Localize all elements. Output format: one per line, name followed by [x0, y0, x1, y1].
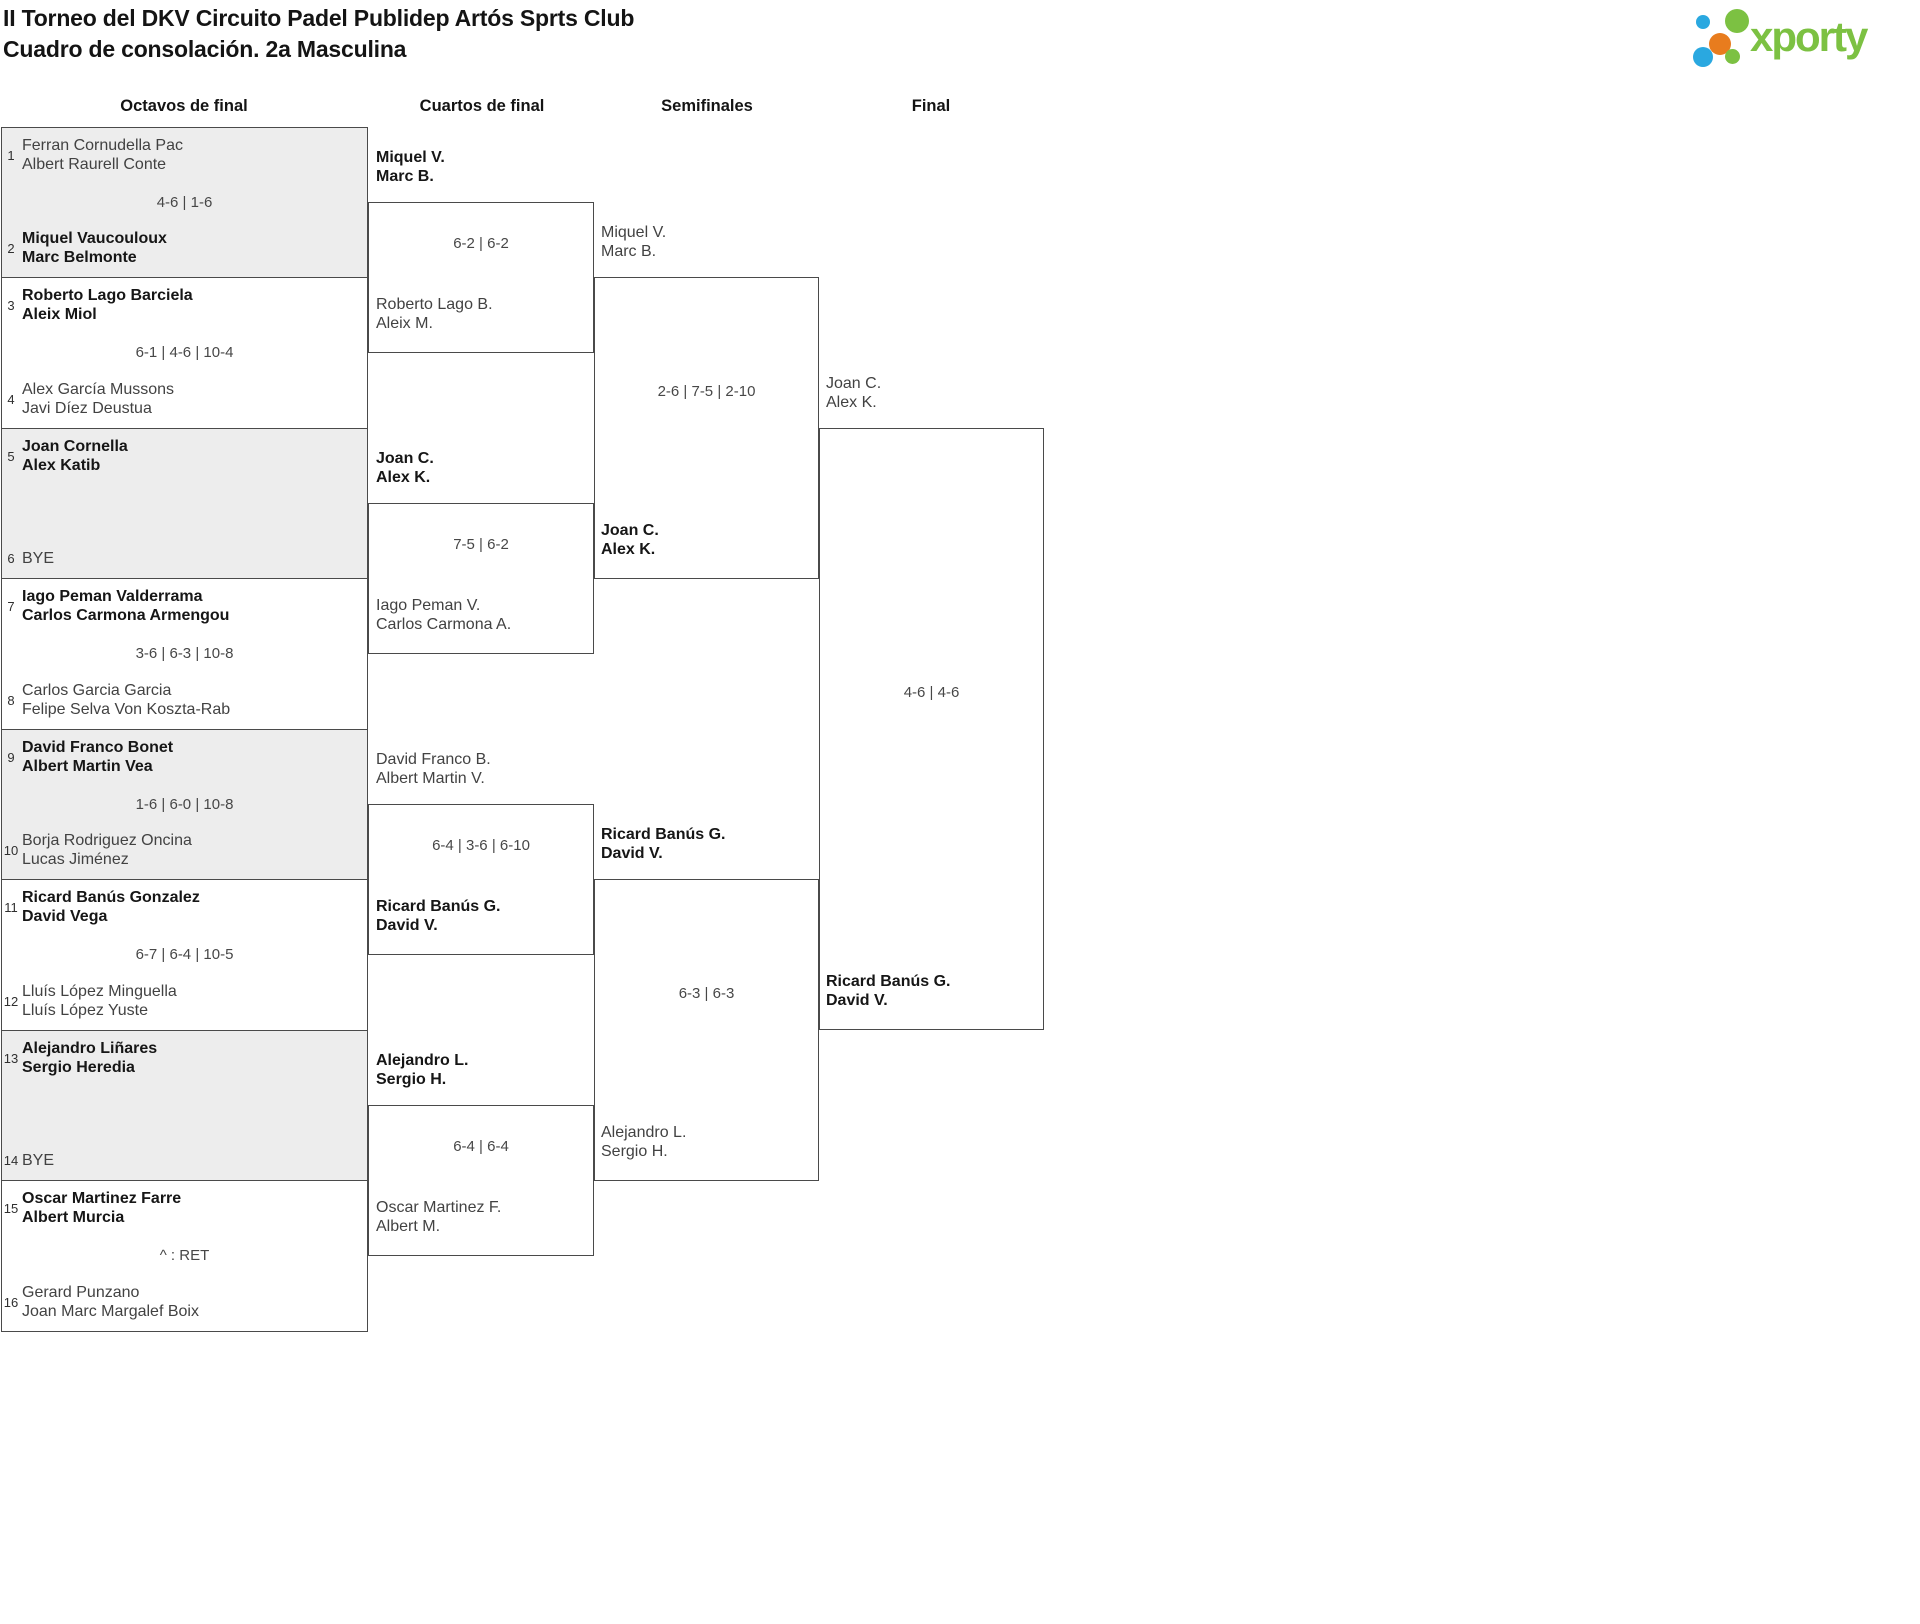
- seed-number: 2: [7, 240, 15, 256]
- match-score: 3-6 | 6-3 | 10-8: [135, 645, 234, 662]
- match-box-qf-2: [368, 503, 594, 654]
- match-box-qf-3: [368, 804, 594, 955]
- seed-number: 12: [3, 993, 19, 1009]
- match-score: 1-6 | 6-0 | 10-8: [135, 796, 234, 813]
- seed-number: 11: [4, 899, 18, 915]
- logo-dot-blue-large-icon: [1693, 47, 1713, 67]
- team-names: Oscar Martinez F.Albert M.: [376, 1199, 502, 1235]
- match-score: 6-7 | 6-4 | 10-5: [135, 946, 234, 963]
- match-score: 2-6 | 7-5 | 2-10: [657, 383, 756, 400]
- seed-number: 8: [7, 692, 15, 708]
- seed-number: 3: [7, 297, 15, 313]
- round-header-final: Final: [911, 97, 951, 115]
- logo-text[interactable]: xporty: [1750, 13, 1868, 60]
- match-score: 6-4 | 6-4: [453, 1138, 509, 1155]
- page-title-line1: II Torneo del DKV Circuito Padel Publide…: [3, 5, 635, 31]
- round-header-cuartos: Cuartos de final: [419, 97, 545, 115]
- team-names: Iago Peman V.Carlos Carmona A.: [376, 597, 512, 633]
- round-header-semifinales: Semifinales: [661, 97, 753, 115]
- xporty-logo[interactable]: [1670, 2, 1918, 72]
- team-names: Roberto Lago B.Aleix M.: [376, 296, 493, 332]
- match-box-sf-1: [594, 277, 819, 579]
- seed-number: 14: [3, 1153, 19, 1168]
- logo-dot-green-large-icon: [1725, 9, 1749, 33]
- match-box-r16-8: [1, 1180, 368, 1332]
- match-box-r16-1: [1, 127, 368, 278]
- team-names: Alejandro L.Sergio H.: [376, 1052, 469, 1088]
- team-names: Joan C.Alex K.: [826, 375, 882, 411]
- team-names: Joan C.Alex K.: [376, 450, 434, 486]
- seed-number: 9: [7, 749, 15, 765]
- seed-number: 6: [7, 551, 15, 566]
- logo-dot-blue-small-icon: [1696, 15, 1710, 29]
- match-score: 6-3 | 6-3: [678, 985, 735, 1002]
- match-box-r16-3: [1, 428, 368, 579]
- team-names: Alejandro L.Sergio H.: [601, 1124, 687, 1160]
- team-names: Ricard Banús G.David V.: [376, 898, 501, 934]
- team-names: BYE: [22, 550, 55, 567]
- round-header-octavos: Octavos de final: [120, 97, 248, 115]
- team-names: Miquel V.Marc B.: [601, 224, 667, 260]
- match-box-r16-7: [1, 1030, 368, 1181]
- page-title-line2: Cuadro de consolación. 2a Masculina: [3, 36, 407, 62]
- match-score: 7-5 | 6-2: [453, 536, 509, 553]
- match-score: 6-2 | 6-2: [453, 235, 509, 252]
- seed-number: 15: [3, 1200, 19, 1216]
- match-score: 6-1 | 4-6 | 10-4: [135, 344, 234, 361]
- match-box-r16-5: [1, 729, 368, 880]
- logo-dot-orange-icon: [1709, 33, 1731, 55]
- seed-number: 4: [7, 391, 15, 407]
- team-names-winner: Ricard Banús G.David V.: [826, 973, 951, 1009]
- match-score: ^ : RET: [159, 1247, 210, 1264]
- match-box-final: [819, 428, 1044, 1030]
- seed-number: 16: [3, 1294, 19, 1310]
- seed-number: 13: [3, 1050, 19, 1066]
- team-names: David Franco B.Albert Martin V.: [376, 751, 491, 787]
- match-score: 4-6 | 1-6: [156, 194, 213, 211]
- seed-number: 1: [7, 147, 15, 163]
- logo-dot-green-small-icon: [1725, 49, 1740, 64]
- team-names: Miquel V.Marc B.: [376, 149, 445, 185]
- match-box-qf-1: [368, 202, 594, 353]
- team-names: Ricard Banús G.David V.: [601, 826, 726, 862]
- match-box-qf-4: [368, 1105, 594, 1256]
- match-score: 4-6 | 4-6: [903, 684, 960, 701]
- seed-number: 5: [7, 448, 15, 464]
- team-names: BYE: [22, 1152, 55, 1169]
- seed-number: 10: [3, 842, 19, 858]
- team-names: Joan C.Alex K.: [601, 522, 659, 558]
- match-score: 6-4 | 3-6 | 6-10: [432, 837, 530, 854]
- seed-number: 7: [7, 598, 15, 614]
- match-box-sf-2: [594, 879, 819, 1181]
